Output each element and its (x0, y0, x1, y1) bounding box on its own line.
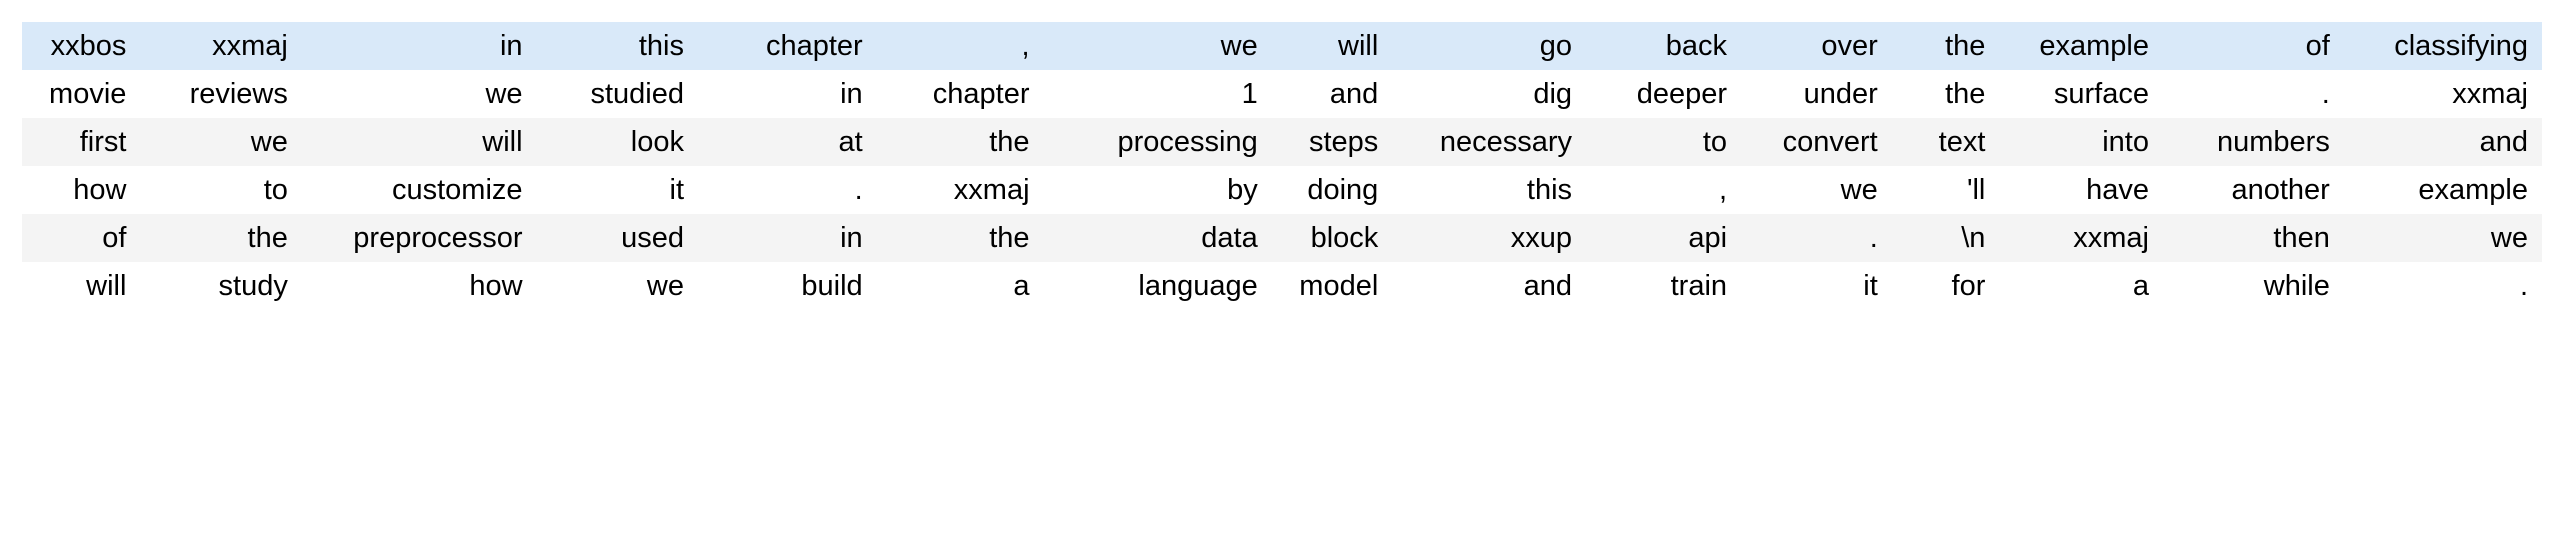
token-cell: of (102, 222, 127, 254)
table-row: will study how we build a language model and trai… (22, 262, 2542, 310)
token-cell: in (840, 222, 863, 254)
token-cell: how (73, 174, 127, 206)
token-cell: the (1945, 78, 1986, 110)
token-cell: this (1526, 174, 1573, 206)
token-cell: model (1299, 270, 1379, 302)
token-cell: have (2086, 174, 2149, 206)
token-cell: xxbos (50, 30, 127, 62)
token-cell: the (247, 222, 288, 254)
token-cell: steps (1308, 126, 1379, 158)
token-cell: preprocessor (353, 222, 523, 254)
token-cell: chapter (932, 78, 1030, 110)
table-row: of the preprocessor used in the data block xxup a… (22, 214, 2542, 262)
token-cell: necessary (1439, 126, 1573, 158)
token-cell: numbers (2217, 126, 2330, 158)
token-cell: we (1840, 174, 1878, 206)
token-cell: it (669, 174, 685, 206)
token-cell: we (646, 270, 684, 302)
token-cell: we (485, 78, 523, 110)
token-cell: under (1803, 78, 1878, 110)
token-cell: then (2273, 222, 2330, 254)
token-cell: studied (590, 78, 684, 110)
token-cell: will (482, 126, 523, 158)
token-cell: of (2305, 30, 2330, 62)
token-cell: used (621, 222, 684, 254)
table-row: movie reviews we studied in chapter 1 and dig dee… (22, 70, 2542, 118)
token-cell: a (2132, 270, 2149, 302)
token-cell: to (1702, 126, 1728, 158)
token-cell: at (838, 126, 863, 158)
token-cell: go (1539, 30, 1573, 62)
token-cell: . (1869, 222, 1878, 254)
token-cell: classifying (2394, 30, 2528, 62)
token-cell: surface (2053, 78, 2149, 110)
token-cell: in (499, 30, 523, 62)
token-cell: , (1021, 30, 1030, 62)
token-cell: over (1821, 30, 1878, 62)
token-cell: chapter (765, 30, 863, 62)
token-cell: we (250, 126, 288, 158)
token-cell: xxup (1510, 222, 1573, 254)
token-cell: movie (49, 78, 127, 110)
token-cell: we (2490, 222, 2528, 254)
table-row: first we will look at the processing steps neces… (22, 118, 2542, 166)
token-cell: reviews (189, 78, 288, 110)
table-body: xxbos xxmaj in this chapter, we will go back over… (22, 22, 2542, 310)
token-cell: . (2519, 270, 2528, 302)
token-cell: xxmaj (212, 30, 288, 62)
token-cell: it (1863, 270, 1878, 302)
token-cell: into (2102, 126, 2149, 158)
token-cell: back (1665, 30, 1728, 62)
token-cell: in (840, 78, 863, 110)
token-cell: the (989, 222, 1030, 254)
token-cell: by (1227, 174, 1258, 206)
token-cell: deeper (1636, 78, 1728, 110)
token-cell: customize (391, 174, 523, 206)
token-cell: will (86, 270, 127, 302)
token-cell: api (1688, 222, 1728, 254)
token-cell: this (638, 30, 684, 62)
token-cell: and (1523, 270, 1573, 302)
token-cell: processing (1117, 126, 1258, 158)
token-cell: convert (1782, 126, 1878, 158)
token-cell: first (79, 126, 127, 158)
token-cell: xxmaj (953, 174, 1030, 206)
token-cell: we (1220, 30, 1258, 62)
token-cell: will (1338, 30, 1379, 62)
token-cell: \n (1961, 222, 1986, 254)
token-cell: the (989, 126, 1030, 158)
token-cell: to (263, 174, 288, 206)
token-cell: train (1670, 270, 1728, 302)
tokenized-text-table: xxbos xxmaj in this chapter, we will go back over… (22, 22, 2542, 310)
token-cell: a (1013, 270, 1030, 302)
token-cell: block (1310, 222, 1379, 254)
token-cell: and (2479, 126, 2528, 158)
token-cell: build (801, 270, 863, 302)
table-row: xxbos xxmaj in this chapter, we will go back over… (22, 22, 2542, 70)
token-cell: text (1938, 126, 1986, 158)
token-cell: example (2039, 30, 2149, 62)
token-cell: while (2263, 270, 2330, 302)
table-row: how to customize it. xxmaj by doing this, we 'll h… (22, 166, 2542, 214)
token-cell: and (1329, 78, 1379, 110)
token-cell: dig (1533, 78, 1573, 110)
token-cell: xxmaj (2073, 222, 2149, 254)
token-cell: doing (1307, 174, 1379, 206)
token-cell: study (218, 270, 288, 302)
token-cell: . (2321, 78, 2330, 110)
token-cell: language (1138, 270, 1258, 302)
token-cell: example (2418, 174, 2528, 206)
token-cell: , (1718, 174, 1728, 206)
token-cell: 1 (1241, 78, 1258, 110)
token-cell: look (630, 126, 684, 158)
token-cell: how (469, 270, 523, 302)
token-cell: another (2231, 174, 2330, 206)
token-cell: . (854, 174, 863, 206)
token-cell: the (1945, 30, 1986, 62)
token-cell: 'll (1966, 174, 1986, 206)
token-cell: xxmaj (2452, 78, 2528, 110)
token-cell: for (1951, 270, 1986, 302)
token-cell: data (1201, 222, 1258, 254)
